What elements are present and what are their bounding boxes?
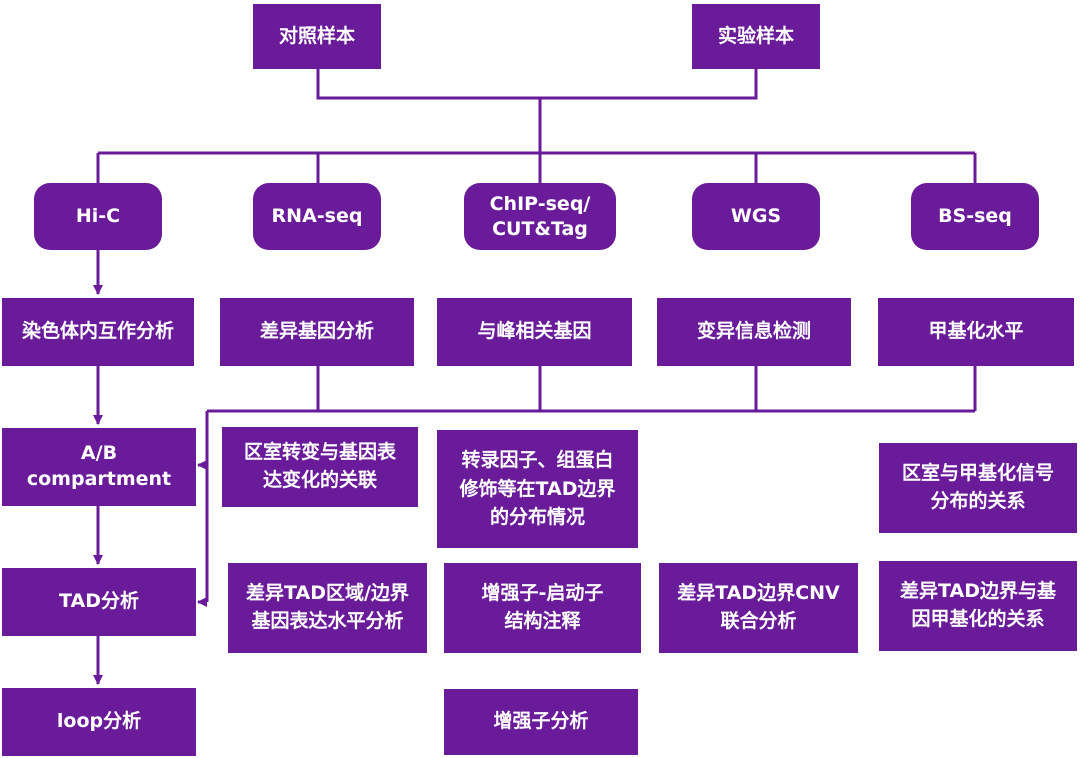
enhancer-promoter-box: 增强子-启动子 结构注释: [444, 563, 641, 653]
enhancer-analysis-box: 增强子分析: [444, 689, 638, 755]
ab-compartment-box: A/B compartment: [2, 428, 196, 506]
sample-merge-line: [316, 69, 758, 100]
compartment-expression-box: 区室转变与基因表 达变化的关联: [222, 427, 418, 507]
variant-detection-box: 变异信息检测: [657, 298, 851, 366]
intra-chromosome-box: 染色体内互作分析: [2, 298, 194, 366]
compartment-methylation-box: 区室与甲基化信号 分布的关系: [879, 443, 1077, 533]
rnaseq-method-box: RNA-seq: [253, 183, 381, 250]
tf-histone-tad-box: 转录因子、组蛋白 修饰等在TAD边界 的分布情况: [437, 430, 638, 548]
peak-gene-box: 与峰相关基因: [437, 298, 632, 366]
hic-method-box: Hi-C: [34, 183, 162, 250]
tad-methylation-box: 差异TAD边界与基 因甲基化的关系: [879, 561, 1077, 651]
diff-gene-box: 差异基因分析: [220, 298, 414, 366]
tad-analysis-box: TAD分析: [2, 568, 196, 636]
wgs-method-box: WGS: [692, 183, 820, 250]
loop-analysis-box: loop分析: [2, 688, 196, 756]
control-sample-box: 对照样本: [253, 4, 381, 69]
bsseq-method-box: BS-seq: [911, 183, 1039, 250]
methylation-level-box: 甲基化水平: [878, 298, 1074, 366]
diff-tad-expression-box: 差异TAD区域/边界 基因表达水平分析: [228, 563, 427, 653]
tad-cnv-box: 差异TAD边界CNV 联合分析: [659, 563, 858, 653]
chipseq-method-box: ChIP-seq/ CUT&Tag: [464, 183, 616, 250]
experiment-sample-box: 实验样本: [692, 4, 820, 69]
